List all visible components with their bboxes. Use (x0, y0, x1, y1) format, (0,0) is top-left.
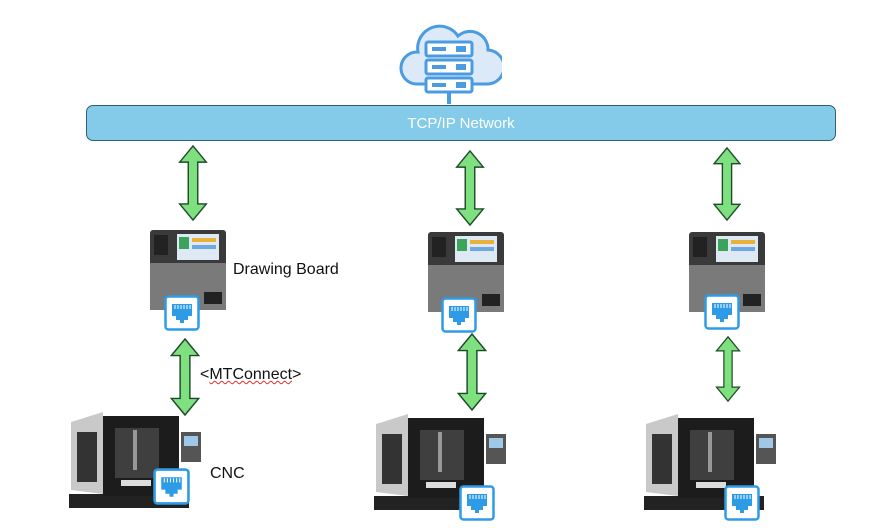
bidirectional-arrow-icon (712, 147, 742, 221)
bracket-close: > (292, 366, 302, 383)
bidirectional-arrow-icon (713, 336, 743, 402)
tcp-ip-network-bar: TCP/IP Network (86, 105, 836, 141)
mtconnect-label: <MTConnect> (200, 366, 301, 384)
ethernet-port-icon (459, 485, 495, 521)
ethernet-port-icon (164, 295, 200, 331)
network-label: TCP/IP Network (407, 114, 515, 132)
cnc-label: CNC (210, 465, 245, 482)
ethernet-port-icon (441, 297, 477, 333)
ethernet-port-icon (704, 294, 740, 330)
bidirectional-arrow-icon (457, 333, 487, 411)
ethernet-port-icon (153, 468, 190, 505)
drawing-board-label: Drawing Board (233, 261, 339, 278)
bidirectional-arrow-icon (178, 145, 208, 221)
cloud-server-icon (399, 24, 502, 104)
bracket-open: < (200, 366, 210, 383)
ethernet-port-icon (724, 485, 760, 521)
mtconnect-text: MTConnect (209, 366, 293, 383)
bidirectional-arrow-icon (455, 150, 485, 226)
